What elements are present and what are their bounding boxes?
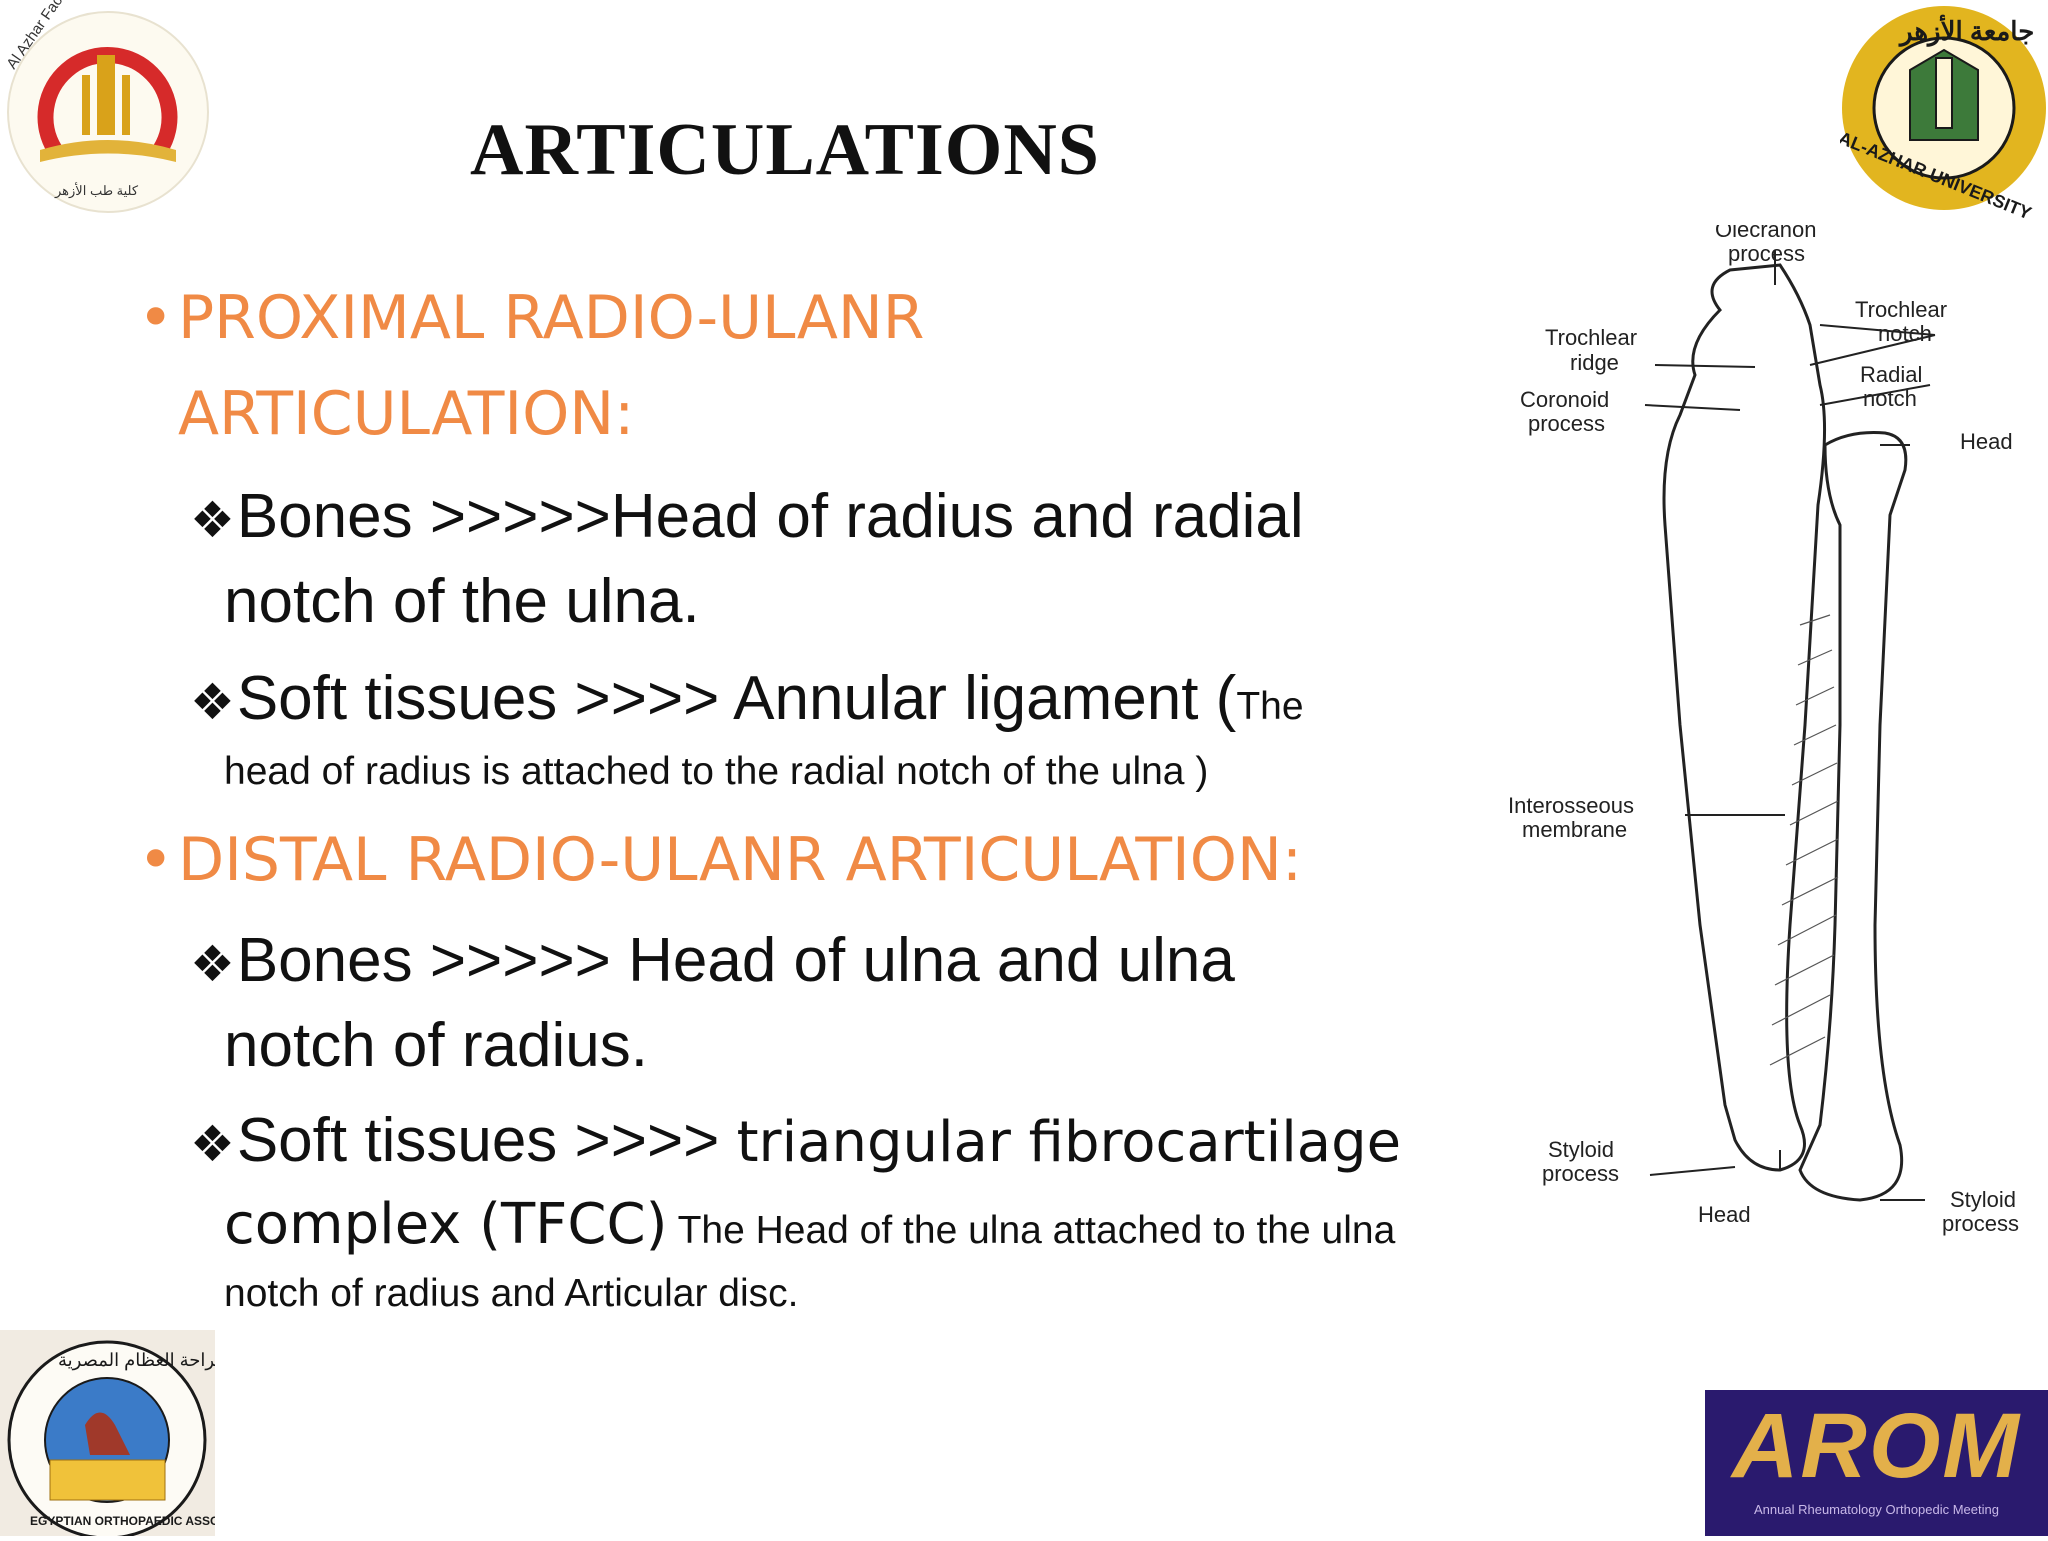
proximal-bones-line1: Bones >>>>>Head of radius and radial bbox=[236, 482, 1304, 551]
label-coronoid-1: Coronoid bbox=[1520, 387, 1609, 412]
svg-text:EGYPTIAN ORTHOPAEDIC ASSOCIATI: EGYPTIAN ORTHOPAEDIC ASSOCIATION bbox=[30, 1514, 215, 1528]
proximal-soft-main: Soft tissues >>>> Annular ligament ( bbox=[236, 664, 1237, 733]
arom-logo: AROM Annual Rheumatology Orthopedic Meet… bbox=[1705, 1390, 2048, 1536]
distal-heading-text: DISTAL RADIO-ULANR ARTICULATION: bbox=[178, 825, 1303, 895]
label-coronoid-2: process bbox=[1528, 411, 1605, 436]
label-styloid-right-1: Styloid bbox=[1950, 1187, 2016, 1212]
diamond-bullet-icon: ❖ bbox=[190, 1115, 235, 1173]
svg-text:جمعية جراحة العظام المصرية: جمعية جراحة العظام المصرية bbox=[58, 1350, 215, 1371]
label-radial-notch-2: notch bbox=[1863, 386, 1917, 411]
slide-title: ARTICULATIONS bbox=[470, 109, 1100, 191]
radius-ulna-diagram: Olecranon process Trochlear notch Trochl… bbox=[1480, 217, 2048, 1245]
distal-bones-line2: notch of radius. bbox=[224, 1011, 648, 1080]
proximal-soft-tissues: ❖Soft tissues >>>> Annular ligament (The… bbox=[190, 658, 1490, 796]
svg-text:كلية طب الأزهر: كلية طب الأزهر bbox=[54, 182, 139, 199]
label-olecranon-1: Olecranon bbox=[1715, 225, 1817, 242]
faculty-logo: كلية طب الأزهر Al Azhar Faculty of Medic… bbox=[0, 0, 215, 230]
label-head-ulna: Head bbox=[1698, 1202, 1751, 1227]
proximal-heading-line2: ARTICULATION: bbox=[178, 379, 635, 449]
bullet-icon: • bbox=[138, 825, 174, 895]
label-trochlear-notch-2: notch bbox=[1878, 321, 1932, 346]
arom-logo-subtitle: Annual Rheumatology Orthopedic Meeting bbox=[1754, 1502, 1999, 1517]
proximal-soft-small: The bbox=[1236, 685, 1304, 728]
distal-heading: • DISTAL RADIO-ULANR ARTICULATION: bbox=[138, 812, 1478, 908]
interosseous-membrane bbox=[1769, 614, 1839, 1066]
distal-bones-line1: Bones >>>>> Head of ulna and ulna bbox=[236, 926, 1235, 995]
label-olecranon-2: process bbox=[1728, 241, 1805, 266]
label-radial-notch-1: Radial bbox=[1860, 362, 1922, 387]
diamond-bullet-icon: ❖ bbox=[190, 673, 235, 731]
distal-soft-small: The Head of the ulna attached to the uln… bbox=[667, 1209, 1396, 1252]
label-head-radius: Head bbox=[1960, 429, 2013, 454]
university-logo: جامعة الأزهر AL-AZHAR UNIVERSITY bbox=[1836, 0, 2048, 223]
bullet-icon: • bbox=[138, 283, 174, 353]
label-interosseous-2: membrane bbox=[1522, 817, 1627, 842]
radius-bone bbox=[1798, 431, 1908, 1202]
ulna-bone bbox=[1662, 263, 1827, 1172]
label-styloid-left-2: process bbox=[1542, 1161, 1619, 1186]
label-styloid-right-2: process bbox=[1942, 1211, 2019, 1236]
arom-logo-title: AROM bbox=[1731, 1395, 2022, 1497]
label-styloid-left-1: Styloid bbox=[1548, 1137, 1614, 1162]
proximal-bones: ❖Bones >>>>>Head of radius and radial no… bbox=[190, 476, 1470, 643]
svg-text:جامعة الأزهر: جامعة الأزهر bbox=[1898, 14, 2034, 47]
diamond-bullet-icon: ❖ bbox=[190, 491, 235, 549]
association-logo: جمعية جراحة العظام المصرية EGYPTIAN ORTH… bbox=[0, 1330, 277, 1540]
diamond-bullet-icon: ❖ bbox=[190, 935, 235, 993]
label-trochlear-ridge-2: ridge bbox=[1570, 350, 1619, 375]
proximal-bones-line2: notch of the ulna. bbox=[224, 567, 700, 636]
distal-soft-line3: notch of radius and Articular disc. bbox=[224, 1272, 799, 1315]
label-trochlear-ridge-1: Trochlear bbox=[1545, 325, 1637, 350]
distal-soft-tfcc1: triangular fibrocartilage bbox=[736, 1110, 1402, 1175]
distal-bones: ❖Bones >>>>> Head of ulna and ulna notch… bbox=[190, 920, 1470, 1087]
label-trochlear-notch-1: Trochlear bbox=[1855, 297, 1947, 322]
distal-soft-tissues: ❖Soft tissues >>>> triangular fibrocarti… bbox=[190, 1100, 1490, 1319]
distal-soft-tfcc2: complex (TFCC) bbox=[224, 1192, 668, 1257]
distal-soft-main: Soft tissues >>>> bbox=[236, 1106, 737, 1175]
proximal-soft-line2: head of radius is attached to the radial… bbox=[224, 750, 1209, 793]
proximal-heading: • PROXIMAL RADIO-ULANR ARTICULATION: bbox=[138, 270, 1078, 462]
label-interosseous-1: Interosseous bbox=[1508, 793, 1634, 818]
proximal-heading-line1: PROXIMAL RADIO-ULANR bbox=[178, 283, 925, 353]
